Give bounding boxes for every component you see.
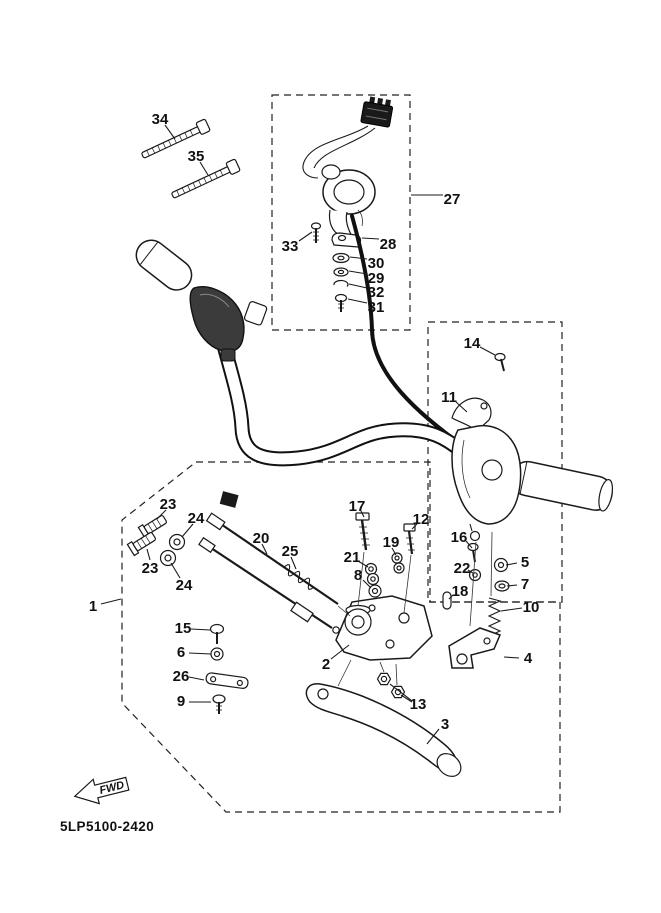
callout-35: 35 [188,148,205,165]
washers-21 [364,562,380,586]
callout-31: 31 [368,299,385,316]
callout-32: 32 [368,284,385,301]
diagram-code: 5LP5100-2420 [60,819,154,834]
callout-34: 34 [152,111,169,128]
washer-7 [494,580,510,592]
bolt-17 [355,512,370,551]
callout-11: 11 [441,389,457,406]
callouts: 34 35 27 33 28 30 29 32 31 14 11 23 24 2… [89,111,540,733]
callout-15: 15 [175,620,192,637]
wire-connector [360,96,394,128]
callout-28: 28 [380,236,397,253]
spring-10 [487,597,502,637]
bar-clamp [243,301,268,326]
callout-27: 27 [444,191,461,208]
callout-24a: 24 [188,510,205,527]
switch-cable [350,214,468,450]
callout-1: 1 [89,598,97,615]
screw-33 [310,222,322,243]
callout-19: 19 [383,534,400,551]
screws-23 [126,515,167,557]
callout-26: 26 [173,668,190,685]
leader-lines [100,124,523,745]
callout-16: 16 [451,529,468,546]
link-26 [205,672,249,689]
right-throttle-housing [451,352,614,542]
callout-8: 8 [354,567,362,584]
callout-33: 33 [282,238,299,255]
callout-21: 21 [344,549,361,566]
main-assembly-boundary [121,461,561,813]
throttle-rods [198,491,340,634]
cable-tie-35 [171,158,241,199]
callout-18: 18 [452,583,469,600]
washers-24 [159,533,186,567]
lever-holder-bracket-2 [335,595,433,661]
bolt-15 [209,623,225,644]
callout-4: 4 [524,650,533,667]
nuts-13 [376,672,406,699]
callout-29: 29 [368,270,385,287]
callout-20: 20 [253,530,270,547]
washer-stack-29-30-31-32 [332,252,350,312]
callout-24b: 24 [176,577,193,594]
stop-switch-body [321,164,376,239]
fwd-label: FWD [98,779,125,797]
callout-9: 9 [177,693,185,710]
screw-14 [494,352,506,372]
screw-9 [212,694,226,714]
fwd-arrow: FWD [73,776,130,805]
callout-10: 10 [523,599,540,616]
assembly-lines [337,531,493,687]
callout-3: 3 [441,716,449,733]
callout-17: 17 [349,498,366,515]
washer-5 [493,557,509,573]
rod-spring-25 [283,564,315,590]
callout-7: 7 [521,576,529,593]
callout-14: 14 [464,335,481,352]
washers-19 [391,552,405,574]
washer-22 [468,568,482,582]
washer-8 [368,584,382,598]
left-grip [135,239,193,291]
callout-30: 30 [368,255,385,272]
bolt-12 [403,523,416,555]
callout-2: 2 [322,656,330,673]
callout-25: 25 [282,543,299,560]
left-switch-housing [189,286,245,362]
handle-lever-3 [305,683,462,777]
callout-12: 12 [413,511,430,528]
callout-5: 5 [521,554,529,571]
callout-23b: 23 [142,560,159,577]
washer-6 [210,647,224,661]
cable-tie-34 [141,118,211,159]
callout-22: 22 [454,560,471,577]
handlebar [135,239,471,467]
switch-assembly-boundary [271,94,411,331]
stop-switch-assembly [302,96,394,312]
callout-23a: 23 [160,496,177,513]
pin-18 [442,591,452,610]
bracket-4 [448,627,502,669]
callout-13: 13 [410,696,427,713]
callout-6: 6 [177,644,185,661]
